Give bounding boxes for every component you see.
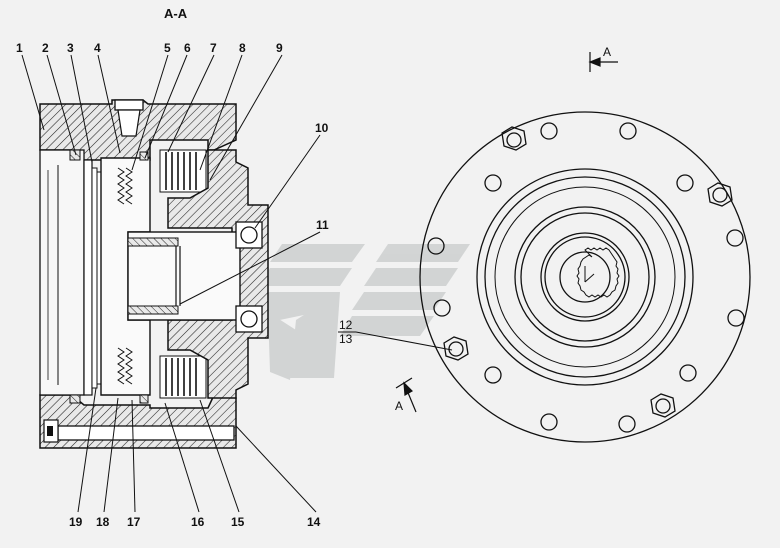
watermark-logo: [258, 244, 470, 380]
label-13: 13: [339, 332, 353, 346]
section-view: [39, 99, 269, 449]
front-view: [419, 111, 751, 443]
label-5: 5: [164, 41, 171, 55]
label-17: 17: [127, 515, 141, 529]
label-18: 18: [96, 515, 110, 529]
leader-lines: [21, 54, 321, 513]
view-marker-bottom: A: [395, 399, 403, 413]
view-marker-top: A: [603, 45, 611, 59]
view-arrow-top: [588, 52, 618, 72]
label-15: 15: [231, 515, 245, 529]
label-2: 2: [42, 41, 49, 55]
label-14: 14: [307, 515, 321, 529]
label-7: 7: [210, 41, 217, 55]
label-3: 3: [67, 41, 74, 55]
label-10: 10: [315, 121, 329, 135]
label-1: 1: [16, 41, 23, 55]
label-12: 12: [339, 318, 353, 332]
view-arrow-bottom: [395, 377, 417, 413]
label-8: 8: [239, 41, 246, 55]
section-title: А-А: [164, 6, 188, 21]
label-4: 4: [94, 41, 101, 55]
leader-12-13: [338, 331, 453, 351]
label-6: 6: [184, 41, 191, 55]
label-9: 9: [276, 41, 283, 55]
label-16: 16: [191, 515, 205, 529]
label-19: 19: [69, 515, 83, 529]
label-11: 11: [316, 218, 329, 232]
